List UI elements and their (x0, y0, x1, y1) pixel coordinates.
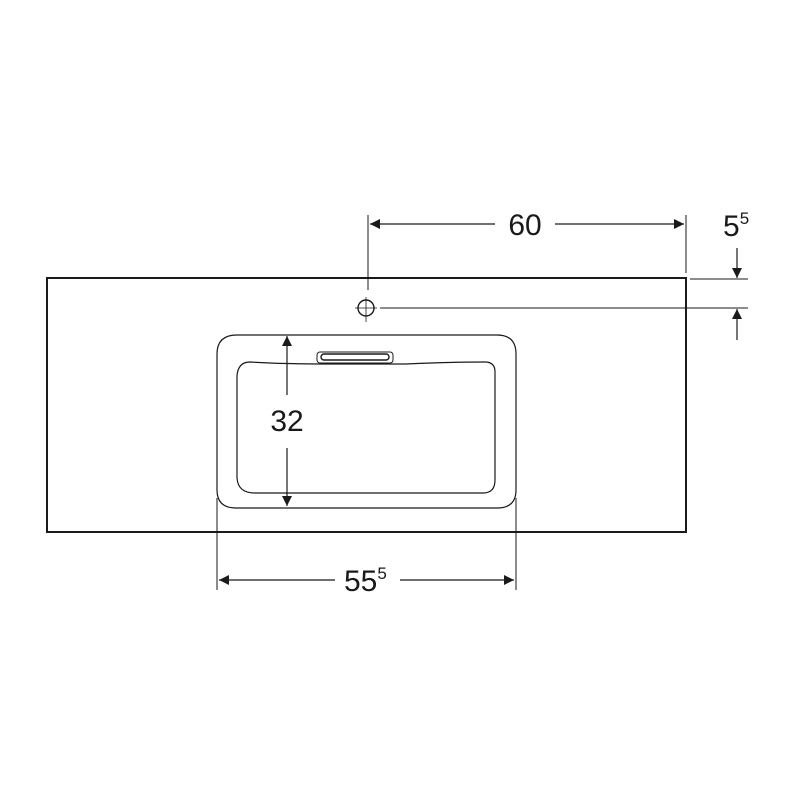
overflow-slot (316, 351, 394, 364)
countertop-outline (46, 277, 687, 533)
dimension-label-32: 32 (270, 405, 303, 438)
basin-outer-rim (216, 334, 517, 509)
dimension-label-55-5: 555 (344, 564, 387, 598)
tap-hole-icon (355, 297, 377, 322)
basin-inner-bowl (236, 361, 496, 494)
dimension-label-tap-offset: 55 (723, 209, 749, 243)
dimension-label-60: 60 (508, 209, 541, 242)
